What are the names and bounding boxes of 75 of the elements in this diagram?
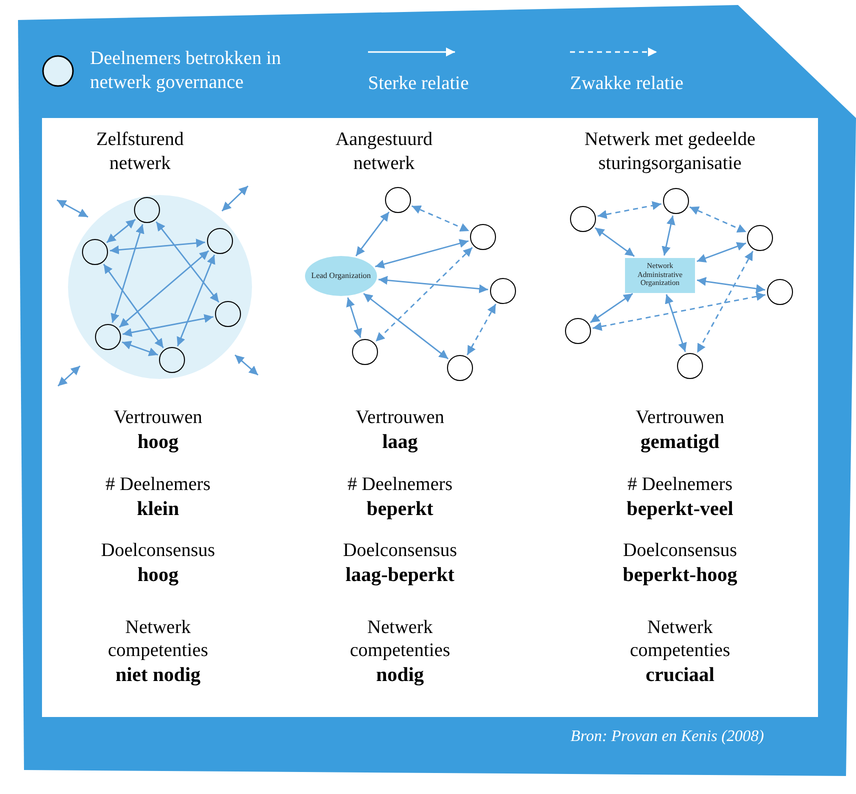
- dashed-arrow: [696, 250, 754, 354]
- criterion-label: Vertrouwen: [354, 407, 446, 430]
- arrow: [664, 294, 687, 352]
- arrow: [118, 250, 210, 328]
- arrow: [110, 238, 206, 254]
- circle-node: [663, 188, 689, 214]
- dashed-arrow: [592, 292, 766, 331]
- circle-node: [747, 225, 773, 251]
- legend-text: Sterke relatie: [368, 72, 470, 96]
- circle-node: [352, 339, 378, 365]
- arrow: [103, 264, 164, 348]
- column-heading: Aangestuurd netwerk: [334, 128, 434, 176]
- circle-node: [385, 187, 411, 213]
- arrow: [590, 293, 634, 324]
- source-caption: Bron: Provan en Kenis (2008): [570, 728, 764, 746]
- legend-text: Deelnemers betrokken in netwerk governance: [90, 47, 282, 94]
- arrow: [106, 218, 136, 244]
- arrow: [110, 224, 144, 323]
- criterion-value: hoog: [137, 430, 179, 455]
- circle-node: [470, 224, 496, 250]
- arrow: [662, 216, 676, 256]
- arrow: [375, 239, 469, 269]
- column-heading: Zelfsturend netwerk: [95, 128, 185, 176]
- criterion-value: cruciaal: [646, 662, 714, 688]
- circle-node: [447, 355, 473, 381]
- circle-node: [570, 206, 596, 232]
- dashed-arrow: [375, 247, 473, 342]
- circle-node: [490, 278, 516, 304]
- criterion-label: # Deelnemers: [626, 474, 734, 497]
- criterion-value: gematigd: [640, 430, 720, 455]
- arrow: [156, 221, 220, 303]
- criterion-value: hoog: [137, 562, 179, 588]
- criterion-label: Netwerk competenties: [628, 617, 732, 663]
- criterion-value: beperkt: [366, 496, 434, 522]
- dashed-arrow: [598, 201, 662, 219]
- arrow: [176, 254, 216, 346]
- criterion-value: laag: [382, 430, 418, 455]
- circle-node: [159, 347, 185, 373]
- criterion-value: beperkt-hoog: [622, 562, 738, 588]
- criterion-label: Doelconsensus: [100, 540, 216, 563]
- arrow: [594, 227, 635, 257]
- criterion-value: niet nodig: [115, 662, 201, 688]
- criterion-label: Doelconsensus: [342, 540, 458, 563]
- criterion-label: Netwerk competenties: [348, 617, 452, 663]
- arrow: [363, 292, 449, 360]
- legend-text: Zwakke relatie: [570, 72, 684, 96]
- arrow: [378, 276, 488, 294]
- circle-node: [767, 279, 793, 305]
- criterion-label: Vertrouwen: [112, 407, 204, 430]
- arrow: [346, 297, 362, 338]
- criterion-value: beperkt-veel: [626, 496, 734, 522]
- arrow: [696, 277, 766, 294]
- arrow: [122, 314, 214, 337]
- arrow: [696, 242, 746, 262]
- arrow: [122, 340, 158, 356]
- criterion-label: Doelconsensus: [622, 540, 738, 563]
- arrow: [355, 212, 390, 256]
- circle-node: [565, 318, 591, 344]
- criterion-label: Vertrouwen: [634, 407, 726, 430]
- criterion-label: Netwerk competenties: [106, 617, 210, 663]
- circle-node: [95, 324, 121, 350]
- circle-node: [82, 239, 108, 265]
- circle-node: [215, 301, 241, 327]
- circle-node: [677, 353, 703, 379]
- criterion-value: laag-beperkt: [346, 562, 454, 588]
- column-heading: Netwerk met gedeelde sturingsorganisatie: [584, 128, 756, 176]
- criterion-value: klein: [136, 496, 180, 522]
- criterion-value: nodig: [376, 662, 424, 688]
- criterion-label: # Deelnemers: [346, 474, 454, 497]
- criterion-label: # Deelnemers: [104, 474, 212, 497]
- dashed-arrow: [466, 304, 496, 356]
- circle-node: [207, 228, 233, 254]
- dashed-arrow: [689, 206, 747, 233]
- dashed-arrow: [412, 205, 470, 232]
- circle-node: [134, 197, 160, 223]
